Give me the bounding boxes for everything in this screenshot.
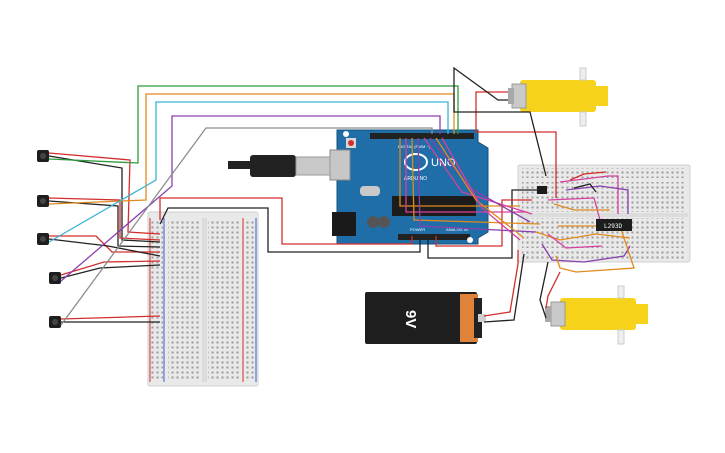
motor-driver-label: L293D bbox=[604, 223, 622, 230]
usb-cable bbox=[228, 155, 331, 177]
motor-bottom-wires bbox=[539, 261, 561, 319]
motor-driver-chip: L293D bbox=[596, 219, 632, 231]
sensor-2 bbox=[37, 195, 49, 207]
driver-wires bbox=[535, 171, 635, 273]
signal-wires bbox=[399, 137, 541, 241]
analog-header-label: ANALOG IN bbox=[446, 227, 468, 232]
sensor-3 bbox=[37, 233, 49, 245]
sensor-4 bbox=[49, 272, 61, 284]
power-wires bbox=[159, 189, 540, 259]
right-breadboard bbox=[517, 164, 691, 263]
small-transistor bbox=[537, 186, 547, 194]
motor-top-wires bbox=[453, 66, 557, 198]
battery-label: 9V bbox=[402, 310, 419, 328]
sensor-1 bbox=[37, 150, 49, 162]
arduino-uno: UNO ARDUINO DIGITAL (PWM ~) POWER ANALOG… bbox=[329, 129, 489, 245]
battery-9v: 9V bbox=[365, 292, 486, 344]
power-header-label: POWER bbox=[410, 227, 425, 232]
digital-header-label: DIGITAL (PWM ~) bbox=[398, 144, 431, 149]
battery-wires bbox=[483, 250, 525, 323]
arduino-brand-text: ARDUINO bbox=[404, 176, 427, 182]
left-breadboard bbox=[147, 211, 259, 387]
motor-bottom bbox=[545, 285, 648, 345]
sensor-5 bbox=[49, 316, 61, 328]
motor-top bbox=[508, 67, 608, 127]
